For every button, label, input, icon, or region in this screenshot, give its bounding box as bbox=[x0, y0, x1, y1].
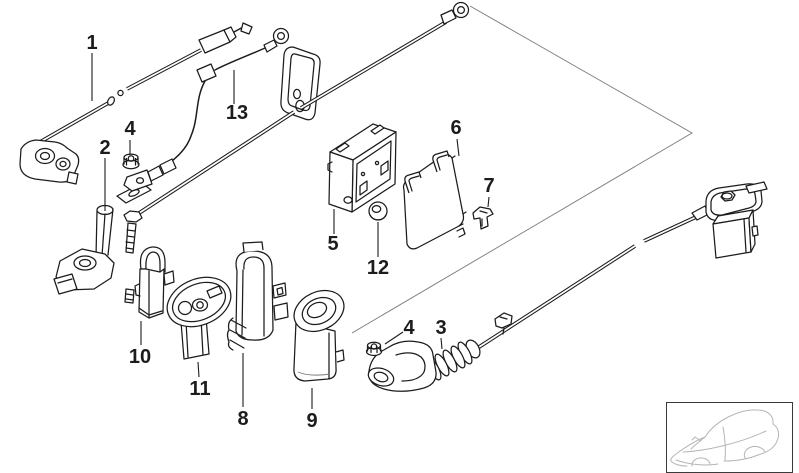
spade-terminal bbox=[123, 169, 153, 192]
firewall-grommet-plate bbox=[280, 46, 321, 121]
ring-terminal-icon bbox=[272, 27, 290, 45]
part-label-3: 3 bbox=[435, 317, 446, 339]
ring-terminal-neck bbox=[440, 9, 457, 25]
part-label-2: 2 bbox=[99, 137, 110, 159]
part-label-11: 11 bbox=[189, 378, 210, 400]
inline-sleeve bbox=[196, 63, 217, 83]
part-label-9: 9 bbox=[306, 410, 317, 432]
leader-4b bbox=[384, 331, 404, 345]
battery-cable-1 bbox=[19, 22, 253, 185]
cap-nut-12 bbox=[368, 201, 388, 221]
cable-break-dot bbox=[117, 89, 124, 97]
part-label-5: 5 bbox=[327, 233, 338, 255]
part-labels: 1 2 13 4 5 12 6 7 10 11 8 9 4 3 bbox=[86, 32, 494, 432]
battery-cable-2 bbox=[128, 1, 470, 221]
part-label-8: 8 bbox=[237, 408, 248, 430]
part-label-1: 1 bbox=[86, 32, 97, 54]
battery-terminal-2 bbox=[53, 182, 152, 304]
battery-cable-3 bbox=[367, 181, 768, 392]
part-label-10: 10 bbox=[129, 346, 151, 368]
car-side-outline-icon bbox=[670, 409, 780, 467]
grommet-9 bbox=[293, 289, 345, 382]
ring-terminal-icon bbox=[452, 1, 470, 19]
cable-holder-10 bbox=[134, 246, 175, 319]
hex-nut-4b bbox=[365, 341, 383, 357]
part-label-7: 7 bbox=[483, 175, 494, 197]
car-thumbnail bbox=[666, 402, 793, 473]
distribution-box-5 bbox=[327, 123, 397, 213]
thumbnail-frame bbox=[666, 402, 793, 473]
label-leaders bbox=[91, 53, 490, 409]
leader-11 bbox=[197, 361, 200, 378]
part-label-6: 6 bbox=[450, 117, 461, 139]
hex-nut-4a bbox=[122, 153, 140, 170]
leader-6 bbox=[456, 138, 460, 157]
part-label-4b: 4 bbox=[403, 317, 415, 339]
battery-cable-13 bbox=[123, 27, 290, 192]
part-label-12: 12 bbox=[367, 257, 389, 279]
clip-7 bbox=[472, 206, 494, 230]
cable-clip bbox=[494, 312, 513, 329]
routing-leader-line bbox=[351, 5, 693, 334]
cable-holder-8 bbox=[226, 241, 289, 351]
grommet-plate-11 bbox=[166, 276, 232, 360]
cover-6 bbox=[402, 150, 467, 250]
part-label-4a: 4 bbox=[124, 118, 136, 140]
leader-7 bbox=[487, 196, 490, 208]
leader-3 bbox=[440, 337, 443, 350]
part-label-13: 13 bbox=[226, 102, 248, 124]
